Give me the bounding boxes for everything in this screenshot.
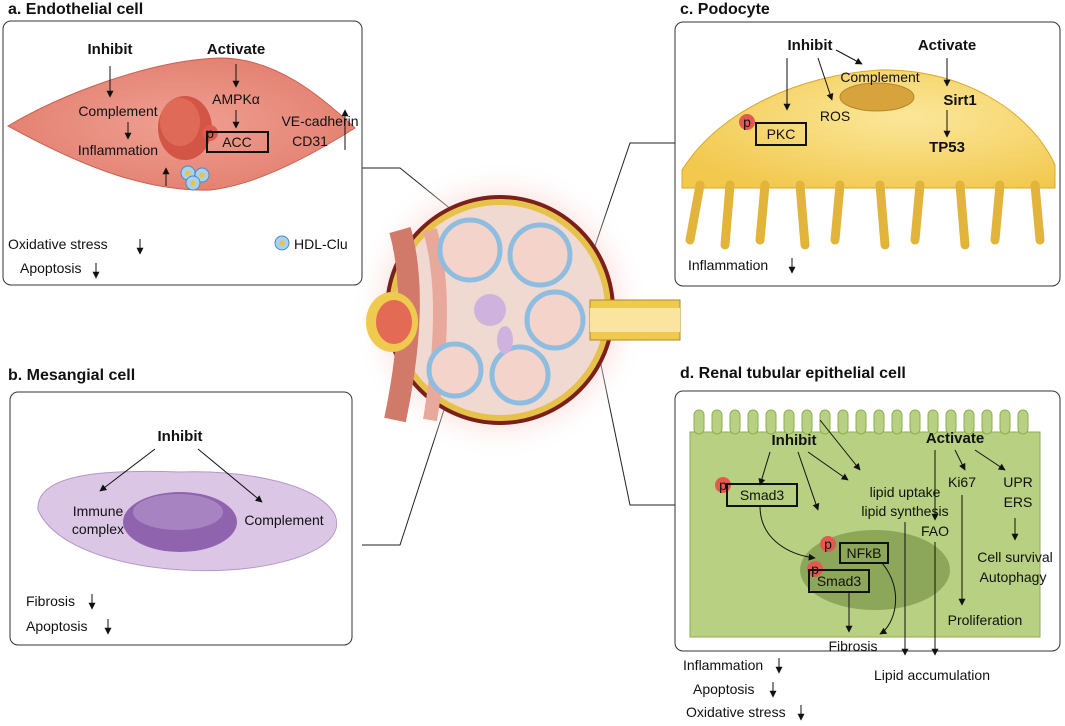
d-proliferation: Proliferation: [948, 612, 1023, 628]
podocyte-foot-processes: [685, 180, 1045, 250]
a-vecadherin: VE-cadherin: [281, 113, 358, 129]
a-hdl: HDL-Clu: [294, 236, 348, 252]
d-inhibit: Inhibit: [772, 432, 817, 449]
d-smad3b: Smad3: [817, 573, 862, 589]
panel-a-title: a. Endothelial cell: [8, 1, 143, 18]
c-tp53: TP53: [929, 139, 965, 156]
c-complement: Complement: [840, 69, 919, 85]
b-immune2: complex: [72, 521, 124, 537]
c-pkc: PKC: [767, 126, 796, 142]
podocyte-cell-body: [681, 69, 1056, 189]
d-cell-survival: Cell survival: [977, 549, 1052, 565]
glomerulus-illustration: [350, 160, 681, 460]
d-nfkb: NFkB: [847, 545, 882, 561]
d-ers: ERS: [1004, 494, 1033, 510]
b-inhibit: Inhibit: [158, 428, 203, 445]
d-autophagy: Autophagy: [980, 569, 1047, 585]
d-p2: p: [824, 536, 832, 552]
a-cd31: CD31: [292, 133, 328, 149]
tubular-microvilli: [693, 409, 1029, 435]
c-activate: Activate: [918, 37, 976, 54]
panel-c-title: c. Podocyte: [680, 1, 770, 18]
b-complement: Complement: [244, 512, 323, 528]
c-p: p: [743, 114, 751, 130]
a-activate: Activate: [207, 41, 265, 58]
b-immune1: Immune: [73, 503, 124, 519]
a-oxidative: Oxidative stress: [8, 236, 108, 252]
c-ros: ROS: [820, 108, 850, 124]
b-apoptosis: Apoptosis: [26, 618, 87, 634]
panel-d-title: d. Renal tubular epithelial cell: [680, 365, 906, 382]
c-inhibit: Inhibit: [788, 37, 833, 54]
c-sirt1: Sirt1: [943, 92, 976, 109]
d-lipid-uptake: lipid uptake: [870, 484, 941, 500]
d-p1: p: [719, 477, 727, 493]
d-oxidative: Oxidative stress: [686, 704, 786, 720]
tubular-nucleus: [800, 530, 950, 610]
panel-a-endothelial: a. Endothelial cell Inhibit Activate Com…: [2, 1, 363, 286]
d-upr: UPR: [1003, 474, 1033, 490]
hdl-particles: [180, 165, 210, 191]
panel-b-mesangial: b. Mesangial cell Inhibit Immune complex…: [8, 367, 353, 646]
a-ampk: AMPKα: [212, 91, 260, 107]
d-phospho-icon-2: [820, 536, 836, 552]
d-lipid-synthesis: lipid synthesis: [861, 503, 948, 519]
d-smad3: Smad3: [740, 487, 785, 503]
d-activate: Activate: [926, 430, 984, 447]
d-ki67: Ki67: [948, 474, 976, 490]
a-complement: Complement: [78, 103, 157, 119]
b-fibrosis: Fibrosis: [26, 593, 75, 609]
panel-c-podocyte: c. Podocyte Inhibit Activate Complement …: [674, 1, 1061, 287]
d-inflammation: Inflammation: [683, 657, 763, 673]
c-phospho-icon: [739, 114, 755, 130]
d-fao: FAO: [921, 523, 949, 539]
d-lipid-accumulation: Lipid accumulation: [874, 667, 990, 683]
a-acc: ACC: [222, 134, 252, 150]
d-apoptosis: Apoptosis: [693, 681, 754, 697]
c-inflammation: Inflammation: [688, 257, 768, 273]
podocyte-nucleus: [839, 82, 915, 112]
a-inflammation: Inflammation: [78, 142, 158, 158]
d-fibrosis: Fibrosis: [828, 638, 877, 654]
panel-b-title: b. Mesangial cell: [8, 367, 135, 384]
panel-d-tubular: d. Renal tubular epithelial cell Inhibit…: [674, 365, 1061, 721]
a-apoptosis: Apoptosis: [20, 260, 81, 276]
a-inhibit: Inhibit: [88, 41, 133, 58]
